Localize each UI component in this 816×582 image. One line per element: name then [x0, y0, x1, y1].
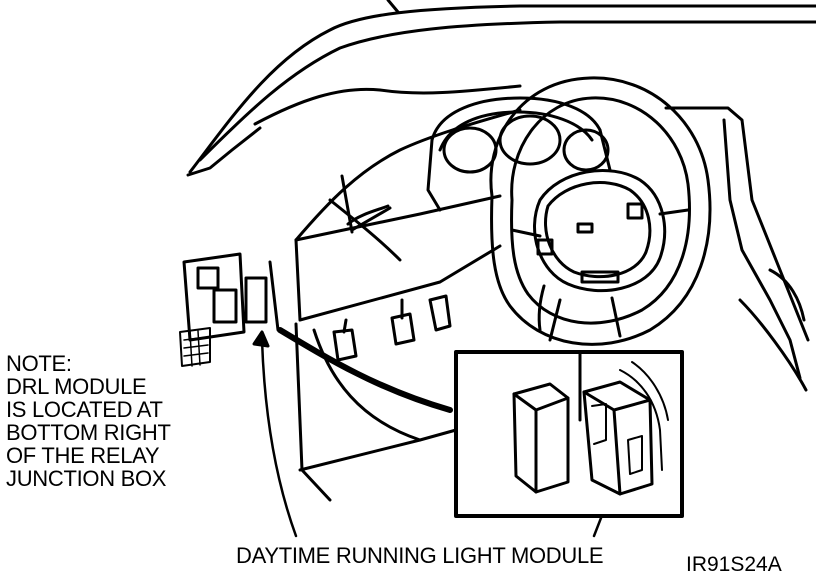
note-line: BOTTOM RIGHT	[6, 420, 171, 445]
drl-module-callout: DAYTIME RUNNING LIGHT MODULE	[236, 543, 604, 568]
drl-location-note: NOTE: DRL MODULE IS LOCATED AT BOTTOM RI…	[6, 352, 216, 490]
note-line: DRL MODULE	[6, 374, 147, 399]
note-line: NOTE:	[6, 351, 72, 376]
relay-junction-box	[179, 252, 280, 367]
steering-wheel	[489, 76, 712, 346]
lower-dash	[294, 174, 502, 502]
figure-id: IR91S24A	[686, 553, 782, 576]
dash-top	[294, 106, 810, 392]
note-line: OF THE RELAY	[6, 443, 160, 468]
inset-detail	[454, 350, 684, 518]
pedals	[332, 294, 452, 362]
note-line: IS LOCATED AT	[6, 397, 163, 422]
note-line: JUNCTION BOX	[6, 466, 167, 491]
windshield-pillar	[186, 0, 816, 177]
